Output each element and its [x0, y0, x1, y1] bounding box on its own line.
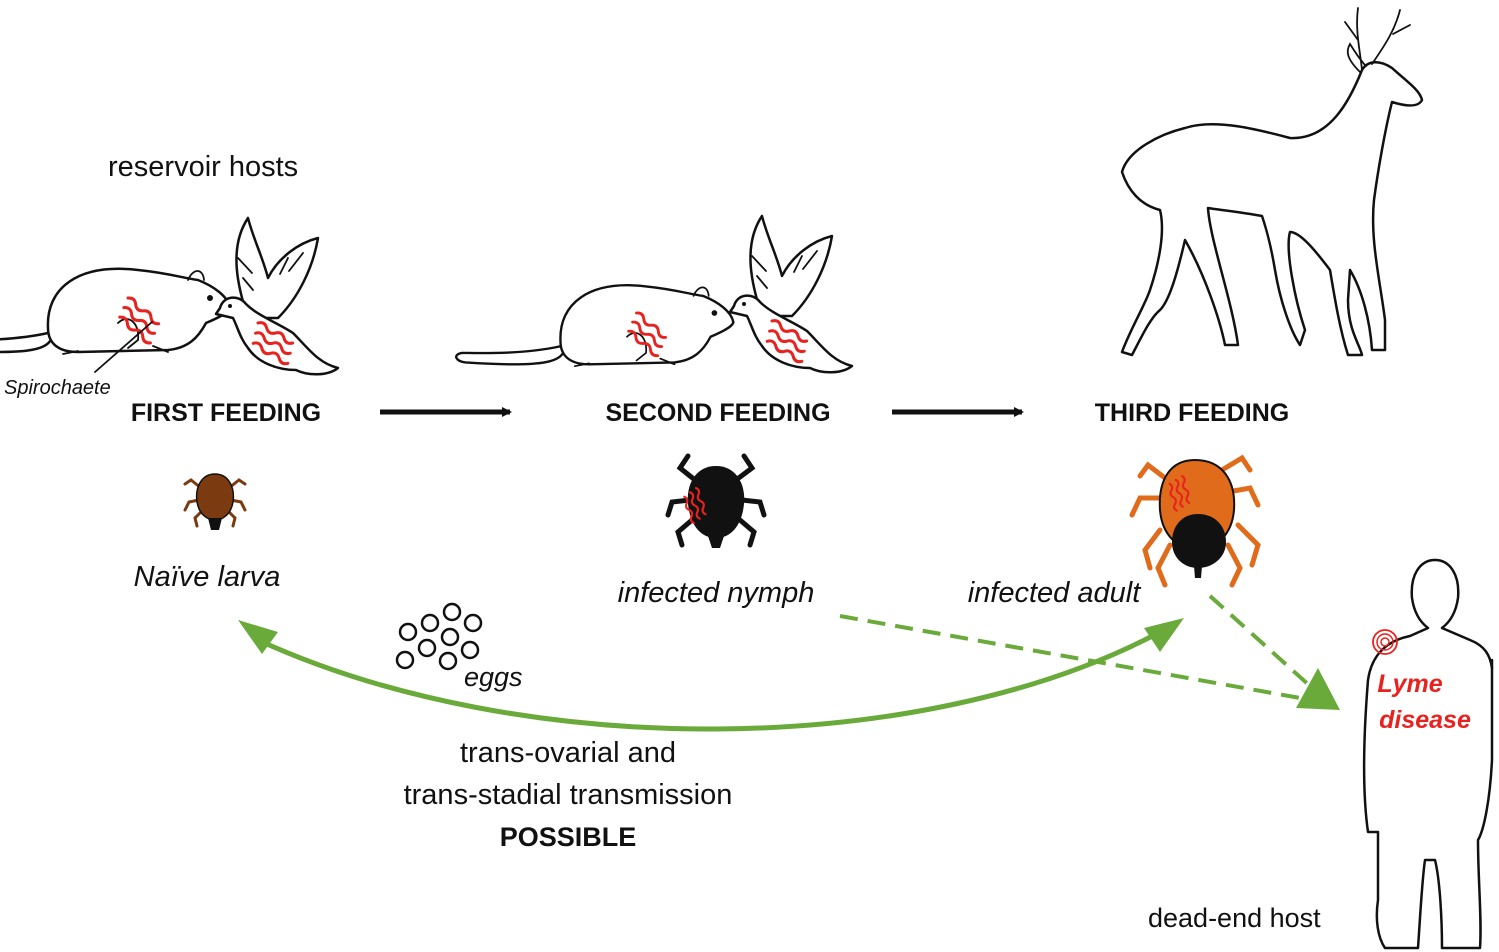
- spirochaete-label: Spirochaete: [4, 377, 111, 399]
- lyme-disease-line-2: disease: [1379, 706, 1471, 734]
- mouse-icon: [0, 269, 230, 354]
- reservoir-hosts-label: reservoir hosts: [108, 151, 298, 183]
- tick-adult-icon: [1129, 454, 1261, 588]
- rash-icon: [1372, 629, 1398, 655]
- mouse-icon: [456, 285, 733, 366]
- naive-larva-label: Naïve larva: [134, 561, 281, 593]
- eggs-icon: [395, 602, 483, 671]
- eggs-label: eggs: [464, 662, 523, 692]
- bird-icon: [216, 218, 338, 374]
- third-feeding-label: THIRD FEEDING: [1095, 399, 1289, 427]
- transmission-line-1: trans-ovarial and: [460, 737, 676, 769]
- transmission-line-3: POSSIBLE: [500, 822, 637, 852]
- first-feeding-label: FIRST FEEDING: [131, 399, 321, 427]
- dead-end-host-label: dead-end host: [1148, 903, 1321, 933]
- transmission-arc: [238, 618, 1184, 732]
- lyme-disease-line-1: Lyme: [1377, 670, 1442, 698]
- infection-arrows-to-human: [839, 594, 1340, 710]
- human-icon: [1362, 558, 1494, 950]
- bird-icon: [730, 216, 852, 372]
- infected-adult-label: infected adult: [968, 577, 1142, 609]
- tick-larva-icon: [183, 472, 247, 532]
- spirochaete-pointer: [94, 321, 153, 373]
- tick-nymph-icon: [665, 453, 767, 548]
- transmission-line-2: trans-stadial transmission: [404, 779, 733, 811]
- second-feeding-label: SECOND FEEDING: [605, 399, 830, 427]
- infected-nymph-label: infected nymph: [618, 577, 815, 609]
- deer-icon: [1120, 7, 1424, 357]
